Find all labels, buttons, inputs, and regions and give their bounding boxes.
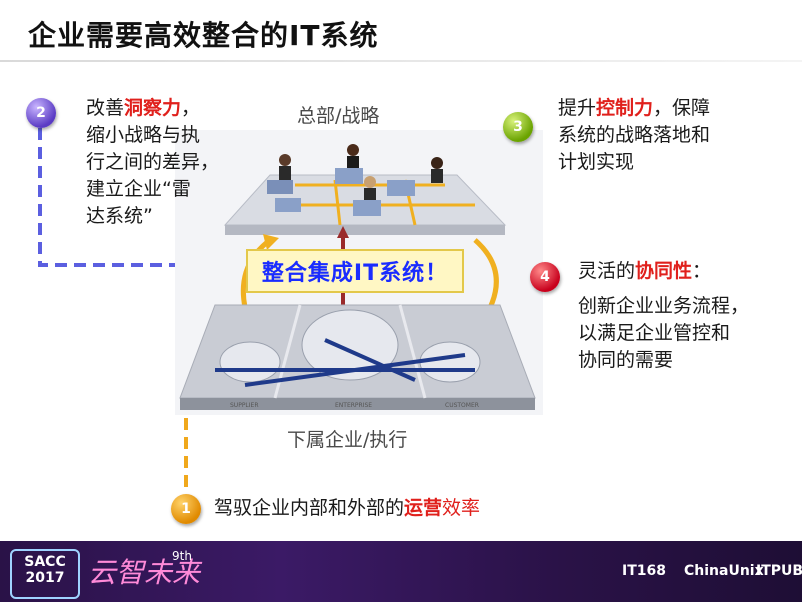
number-badge-4: 4 [530,262,560,292]
integration-label: 整合集成IT系统！ [246,249,464,293]
number-badge-2: 2 [26,98,56,128]
sacc-year: 2017 [25,570,65,586]
platform-label-group: SUPPLIER ENTERPRISE CUSTOMER [230,402,479,409]
point-3-text: 提升控制力，保障 系统的战略落地和 计划实现 [558,95,710,176]
point-4-line2: 创新企业业务流程， [578,295,750,317]
it168-logo: IT168 [622,563,666,579]
point-3-highlight: 控制力 [596,97,654,119]
platform-label-enterprise: ENTERPRISE [335,402,372,409]
number-badge-1: 1 [171,494,201,524]
connector-point-2 [38,128,220,267]
point-2-line4: 建立企业“雷 [86,178,191,200]
page-title: 企业需要高效整合的IT系统 [28,19,379,52]
point-1-highlight: 运营 [404,497,443,519]
point-3-line2: 系统的战略落地和 [558,124,711,146]
footer-banner: SACC 2017 云智未来 9th IT168 ChinaUnix ITPUB [0,541,802,602]
point-1-text: 驾驭企业内部和外部的运营效率 [214,495,480,522]
point-1-post: 效率 [442,497,481,519]
point-4-line3: 以满足企业管控和 [578,322,731,344]
number-badge-3: 3 [503,112,533,142]
point-3-line1-post: ，保障 [653,97,711,119]
sacc-logo: SACC 2017 [10,549,80,599]
title-divider [0,60,802,62]
point-3-pre: 提升 [558,97,597,119]
platform-label-supplier: SUPPLIER [230,402,259,409]
sacc-name: SACC [24,554,66,570]
point-4-line1-post: ： [692,260,712,282]
point-2-line5: 达系统” [86,205,153,227]
point-2-highlight: 洞察力 [124,97,182,119]
itpub-logo: ITPUB [756,563,802,579]
point-2-line1-post: ， [181,97,201,119]
platform-label-customer: CUSTOMER [445,402,479,409]
point-2-text: 改善洞察力， 缩小战略与执 行之间的差异， 建立企业“雷 达系统” [86,95,219,230]
slogan-superscript: 9th [172,549,192,563]
point-4-highlight: 协同性 [635,260,693,282]
top-label: 总部/战略 [297,105,380,127]
point-4-text: 灵活的协同性： 创新企业业务流程， 以满足企业管控和 协同的需要 [578,258,749,374]
point-4-pre: 灵活的 [578,260,636,282]
point-2-line2: 缩小战略与执 [86,124,201,146]
point-2-line3: 行之间的差异， [86,151,220,173]
point-4-line4: 协同的需要 [578,349,674,371]
chinaunix-logo: ChinaUnix [684,563,764,579]
slogan: 云智未来 [88,556,201,589]
point-1-pre: 驾驭企业内部和外部的 [214,497,405,519]
bottom-label: 下属企业/执行 [287,429,408,451]
point-3-line3: 计划实现 [558,151,635,173]
executive-figures [267,144,443,216]
point-2-pre: 改善 [86,97,125,119]
